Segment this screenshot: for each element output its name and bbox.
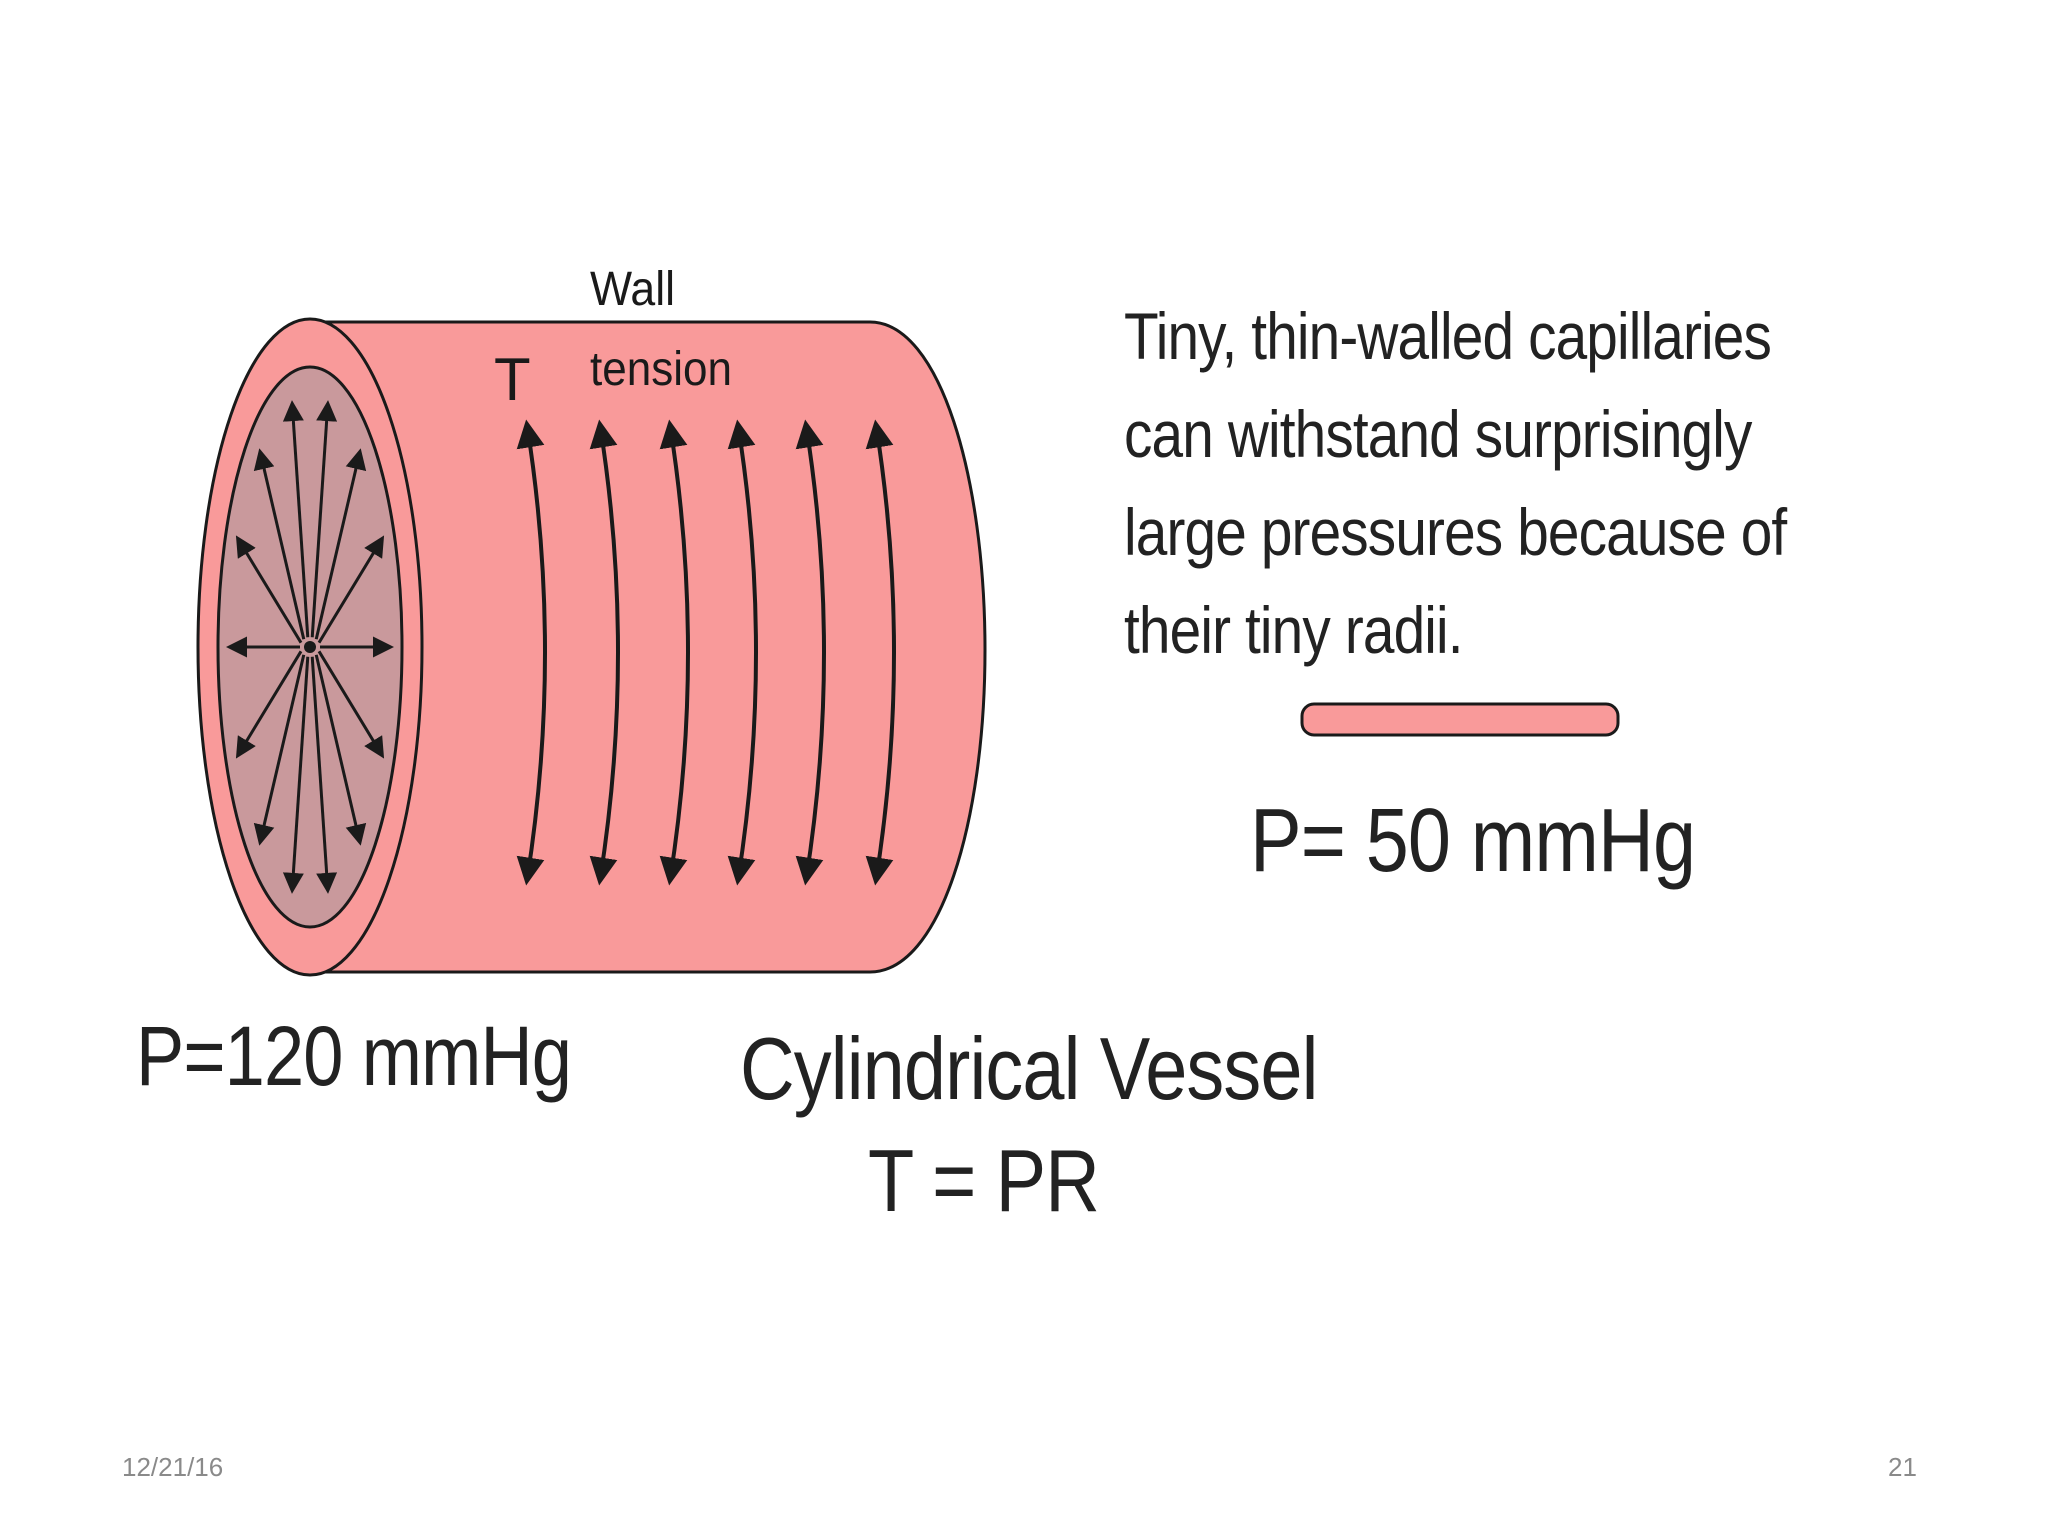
cylinder-body bbox=[323, 320, 987, 974]
radial-arrow bbox=[253, 448, 306, 640]
radial-arrow bbox=[253, 654, 306, 846]
capillary-note-line-2: can withstand surprisingly bbox=[1124, 397, 1752, 471]
radial-arrow bbox=[317, 535, 385, 644]
large-vessel-pressure: P=120 mmHg bbox=[136, 1009, 572, 1103]
radial-arrow bbox=[282, 656, 310, 894]
tension-arrow bbox=[795, 419, 826, 886]
wall-tension-arrows bbox=[516, 419, 896, 886]
radial-arrow bbox=[310, 400, 338, 638]
radial-arrow bbox=[317, 650, 385, 759]
tension-arrow bbox=[589, 419, 620, 886]
radial-arrow bbox=[314, 654, 367, 846]
capillary-note-line-4: their tiny radii. bbox=[1124, 593, 1464, 667]
radial-arrow bbox=[314, 448, 367, 640]
radial-arrow bbox=[235, 535, 303, 644]
tension-symbol-t: T bbox=[494, 346, 531, 413]
capillary-note-line-3: large pressures because of bbox=[1124, 495, 1787, 569]
tension-arrow bbox=[727, 419, 758, 886]
vessel-title: Cylindrical Vessel bbox=[740, 1019, 1318, 1118]
radial-arrow bbox=[235, 650, 303, 759]
tension-label: tension bbox=[590, 343, 732, 396]
capillary-note-line-1: Tiny, thin-walled capillaries bbox=[1124, 299, 1772, 373]
footer-page-number: 21 bbox=[1888, 1452, 1917, 1482]
radial-arrow bbox=[310, 656, 338, 894]
tension-arrow bbox=[865, 419, 896, 886]
capillary-tube bbox=[1300, 702, 1620, 737]
formula: T = PR bbox=[868, 1131, 1100, 1230]
footer-date: 12/21/16 bbox=[122, 1452, 224, 1482]
wall-label: Wall bbox=[590, 263, 675, 316]
radial-arrow bbox=[282, 400, 310, 638]
radial-pressure-arrows bbox=[225, 400, 394, 894]
tension-arrow bbox=[659, 419, 690, 886]
lumen-center-dot bbox=[304, 641, 316, 653]
tension-arrow bbox=[516, 419, 547, 886]
capillary-pressure: P= 50 mmHg bbox=[1250, 791, 1696, 891]
